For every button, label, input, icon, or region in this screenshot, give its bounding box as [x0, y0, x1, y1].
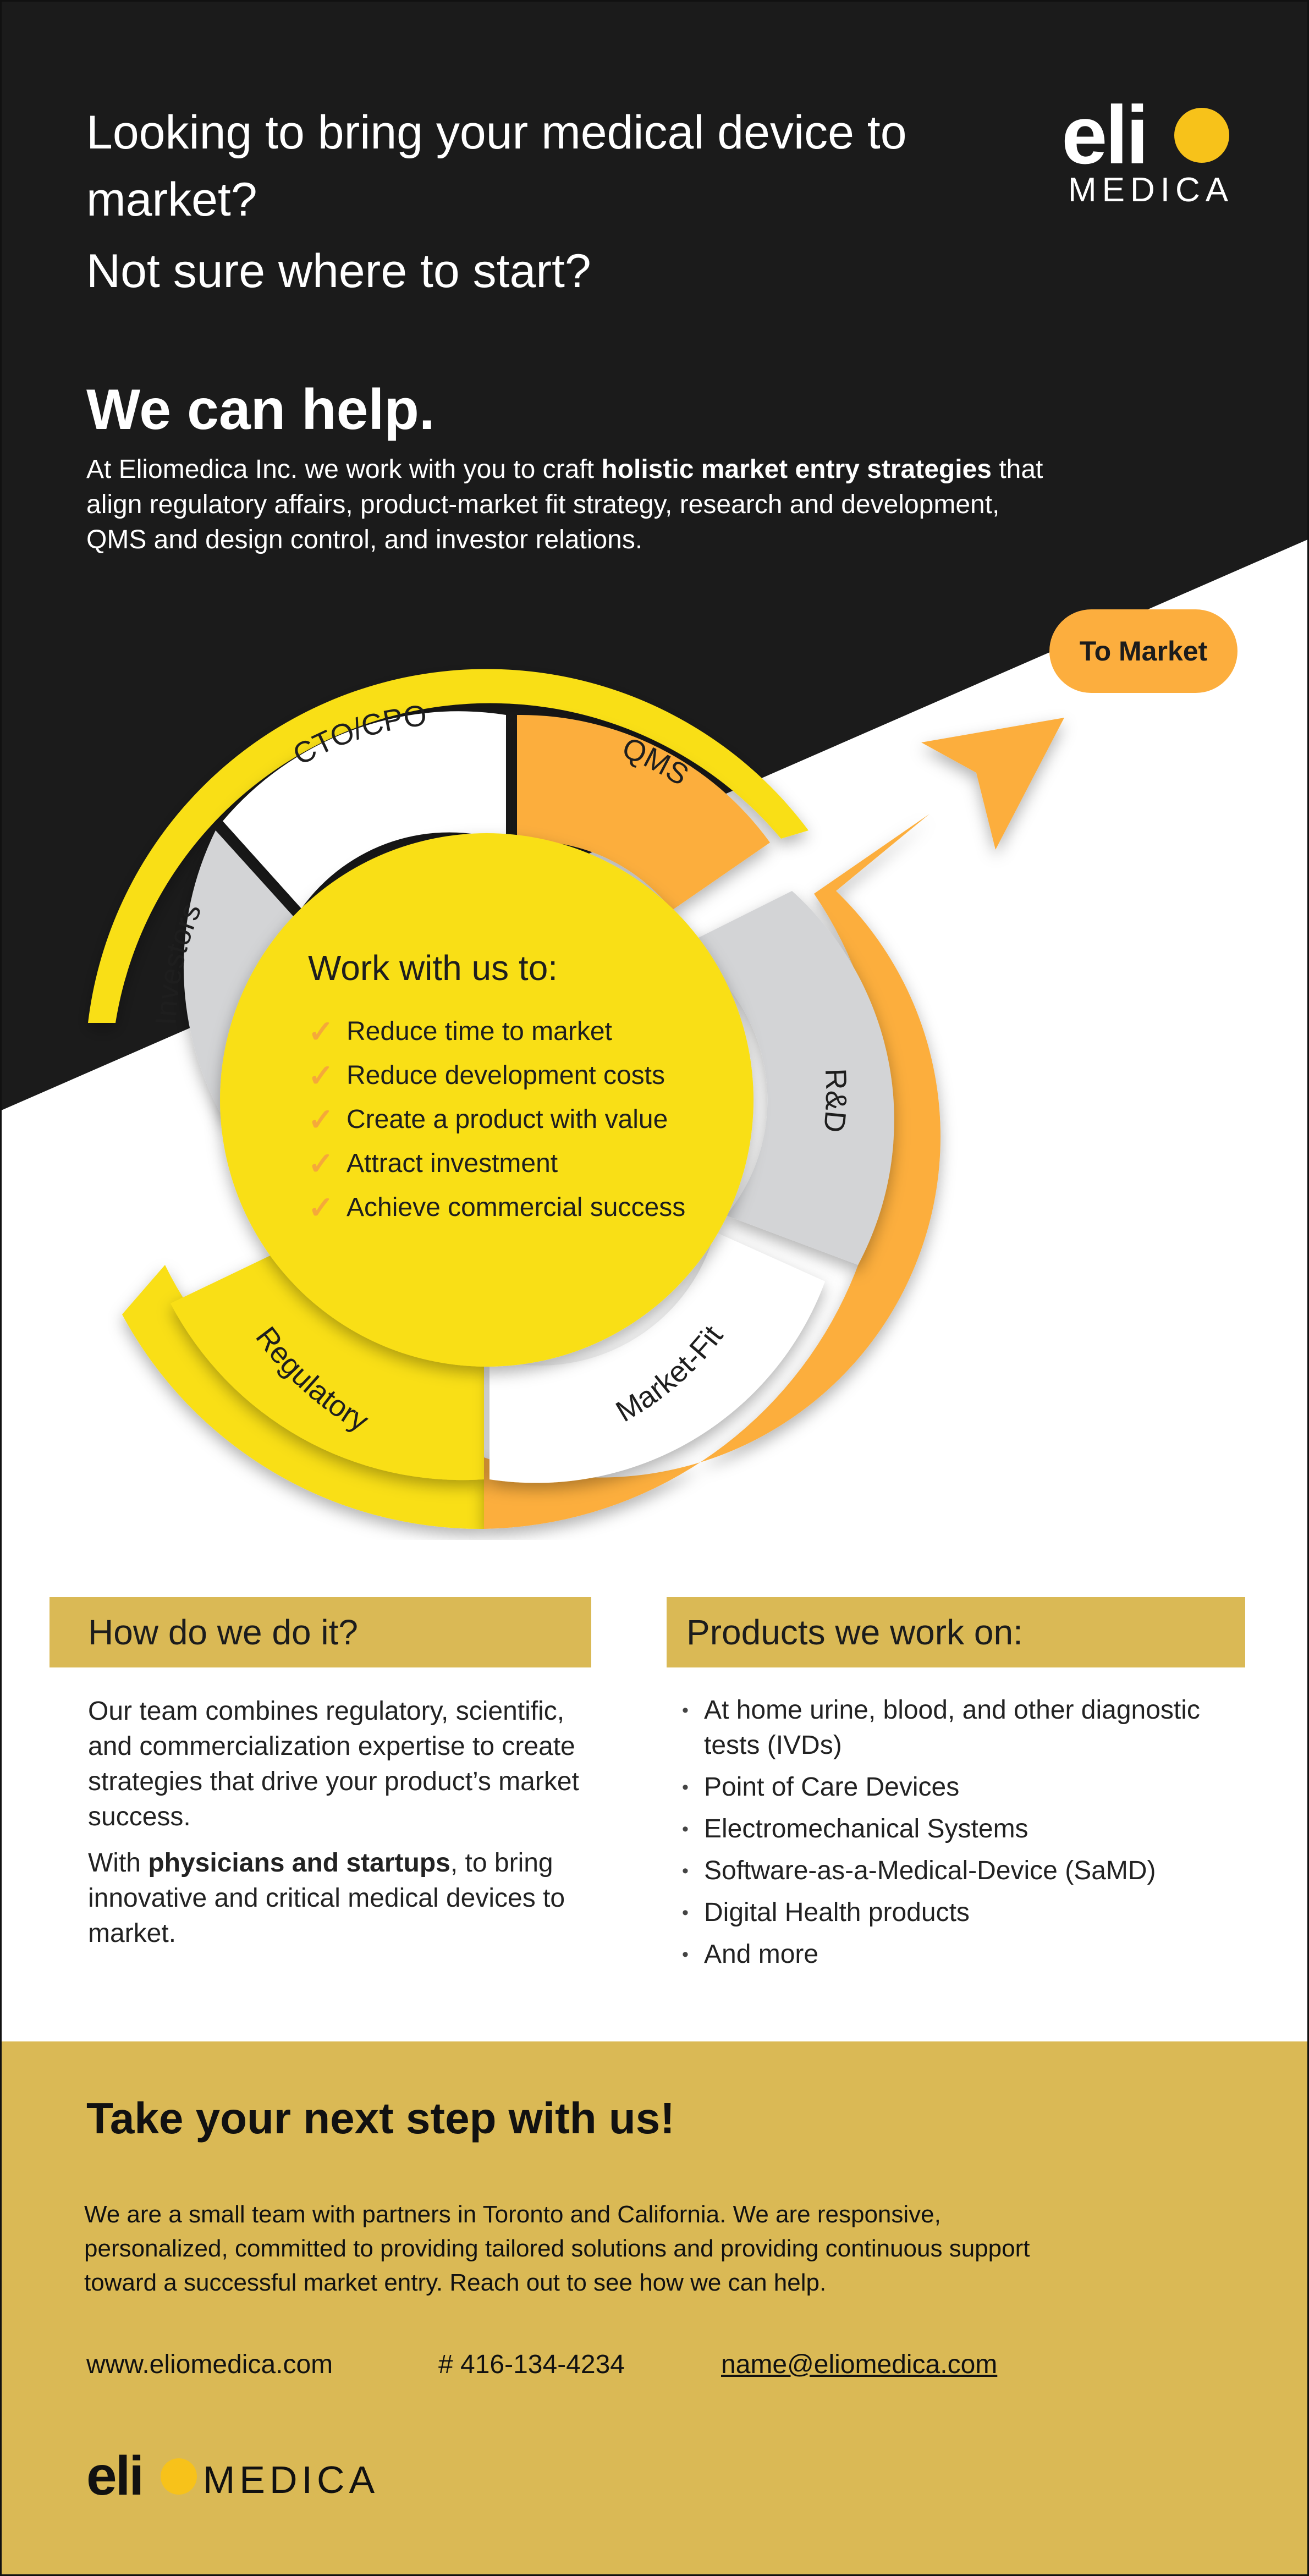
how-paragraph-1: Our team combines regulatory, scientific… — [88, 1697, 579, 1831]
svg-text:R&D: R&D — [817, 1068, 853, 1134]
to-market-arrow-icon — [921, 718, 1064, 850]
goals-list: ✓ Reduce time to market ✓ Reduce developme… — [308, 1010, 748, 1230]
footer-logo-dot-icon — [161, 2458, 197, 2495]
goal-text: Reduce development costs — [346, 1061, 665, 1090]
website-link[interactable]: www.eliomedica.com — [86, 2350, 333, 2379]
checkmark-icon: ✓ — [308, 1102, 334, 1137]
product-item: Digital Health products — [682, 1895, 1254, 1930]
segment-qms — [517, 714, 770, 910]
goal-item: ✓ Attract investment — [308, 1142, 748, 1186]
goals-title: Work with us to: — [308, 948, 558, 988]
goals-block: Work with us to: ✓ Reduce time to market … — [308, 946, 748, 1230]
help-title: We can help. — [86, 378, 435, 442]
goal-item: ✓ Achieve commercial success — [308, 1186, 748, 1230]
subhead: Not sure where to start? — [86, 245, 591, 298]
eliomedica-logo: eli MEDICA — [1062, 88, 1238, 214]
footer-title: Take your next step with us! — [86, 2094, 675, 2143]
phone-number[interactable]: # 416-134-4234 — [438, 2350, 625, 2379]
checkmark-icon: ✓ — [308, 1014, 334, 1049]
segment-regulatory — [170, 1237, 484, 1480]
how-suffix: , to bring innovative and critical medic… — [88, 1848, 565, 1948]
email-link[interactable]: name@eliomedica.com — [721, 2350, 998, 2379]
products-title: Products we work on: — [686, 1612, 1023, 1652]
products-list: At home urine, blood, and other diagnost… — [682, 1693, 1254, 1979]
intro-prefix: At Eliomedica Inc. we work with you to c… — [86, 455, 602, 484]
products-band: Products we work on: — [667, 1597, 1245, 1667]
segment-label-rd: R&D — [817, 1068, 853, 1134]
outer-yellow-arc-top — [88, 669, 809, 1023]
headline: Looking to bring your medical device to … — [86, 106, 907, 226]
intro-paragraph: At Eliomedica Inc. we work with you to c… — [86, 452, 1065, 558]
footer-paragraph: We are a small team with partners in Tor… — [84, 2201, 1030, 2296]
intro-bold: holistic market entry strategies — [601, 455, 992, 484]
product-item: Point of Care Devices — [682, 1770, 1254, 1805]
goal-text: Create a product with value — [346, 1105, 668, 1134]
footer: Take your next step with us! We are a sm… — [0, 2041, 1309, 2576]
checkmark-icon: ✓ — [308, 1146, 334, 1181]
product-item: At home urine, blood, and other diagnost… — [682, 1693, 1254, 1763]
goal-item: ✓ Reduce time to market — [308, 1010, 748, 1054]
segment-rd — [682, 891, 894, 1265]
product-item: Electromechanical Systems — [682, 1812, 1254, 1847]
strategy-wheel: CTO/CPO QMS Investors R&D Regulatory Mar… — [88, 669, 1064, 1529]
goal-text: Reduce time to market — [346, 1017, 612, 1046]
product-item: And more — [682, 1937, 1254, 1972]
goal-item: ✓ Reduce development costs — [308, 1054, 748, 1098]
goal-text: Achieve commercial success — [346, 1193, 686, 1222]
outer-orange-arrow-arc — [484, 814, 941, 1529]
how-band: How do we do it? — [50, 1597, 591, 1667]
logo-word: eli — [1062, 89, 1149, 181]
logo-medica: MEDICA — [1068, 171, 1234, 209]
to-market-badge: To Market — [1049, 609, 1238, 693]
segment-market-fit — [490, 1232, 825, 1483]
footer-logo-word: eli — [86, 2445, 144, 2507]
footer-logo-medica: MEDICA — [203, 2458, 380, 2501]
logo-dot-icon — [1174, 108, 1229, 163]
eliomedica-logo-footer: eli MEDICA — [86, 2443, 394, 2514]
intro-suffix: that align regulatory affairs, product-m… — [86, 455, 1043, 554]
how-paragraph-2: With physicians and startups, to bring i… — [88, 1846, 600, 1951]
how-bold: physicians and startups — [148, 1848, 450, 1878]
goal-item: ✓ Create a product with value — [308, 1098, 748, 1142]
checkmark-icon: ✓ — [308, 1058, 334, 1093]
center-circle — [220, 833, 754, 1367]
product-item: Software-as-a-Medical-Device (SaMD) — [682, 1853, 1254, 1889]
segment-cto-cpo — [223, 711, 506, 909]
how-title: How do we do it? — [88, 1612, 358, 1652]
goal-text: Attract investment — [346, 1149, 558, 1178]
checkmark-icon: ✓ — [308, 1190, 334, 1225]
how-prefix: With — [88, 1848, 148, 1878]
